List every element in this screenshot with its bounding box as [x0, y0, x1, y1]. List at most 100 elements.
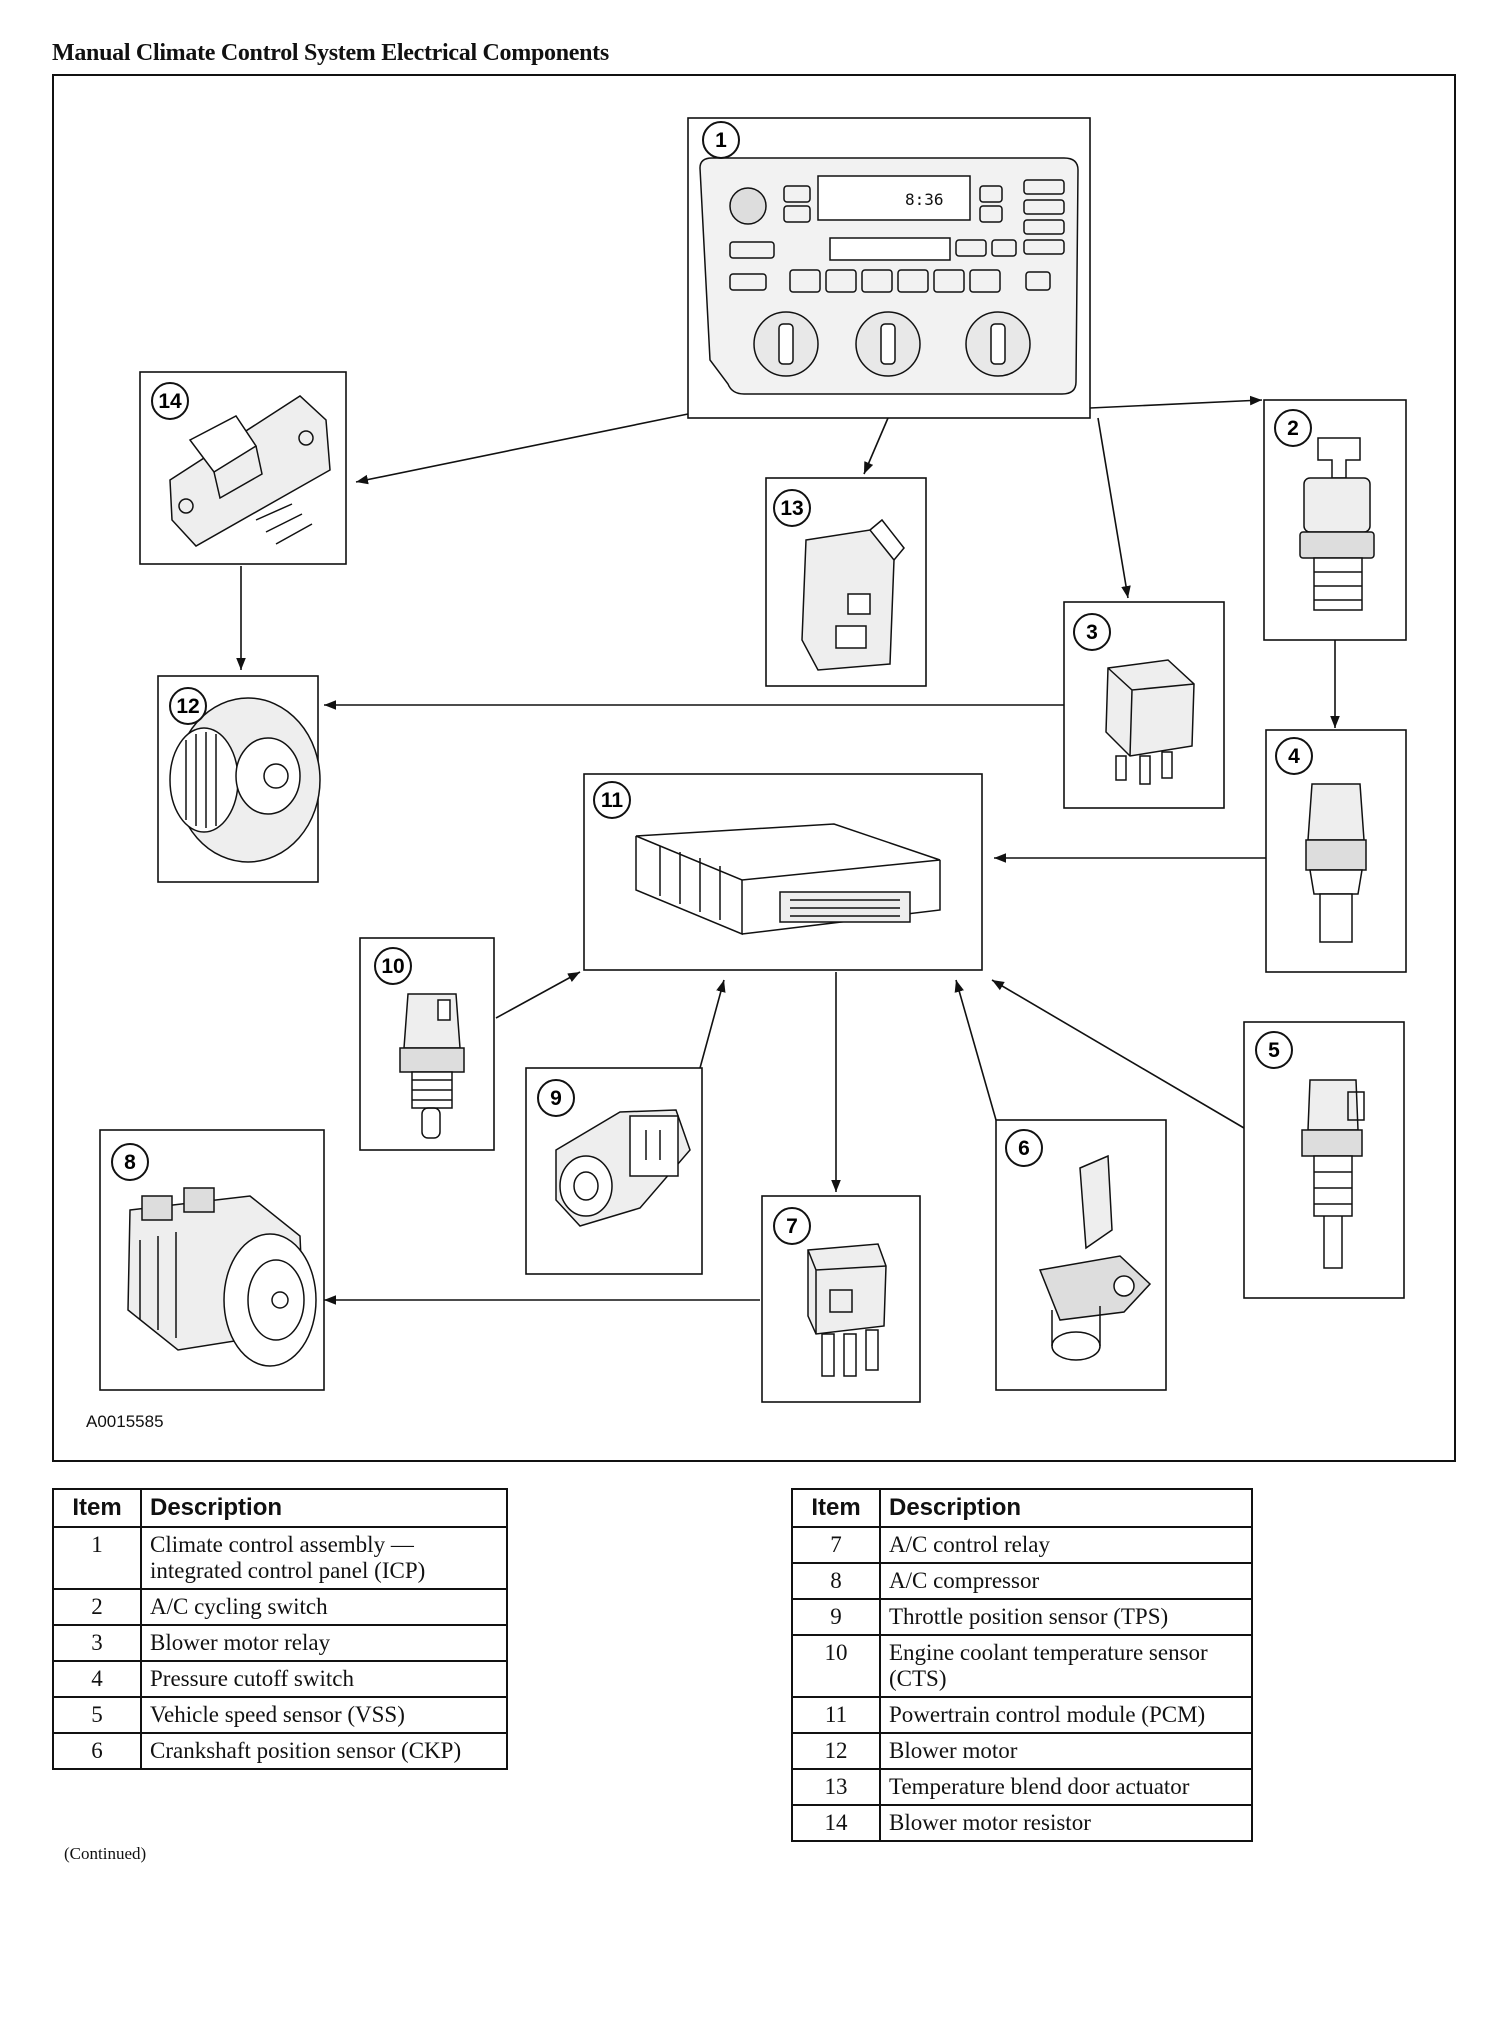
callout-2: 2	[1274, 409, 1312, 447]
callout-1: 1	[702, 121, 740, 159]
header-item: Item	[52, 1488, 142, 1528]
relay-illustration	[1105, 659, 1195, 785]
diagram-frame	[52, 74, 1456, 1462]
arrow-9-to-11	[699, 979, 726, 1069]
item-description: Blower motor resistor	[879, 1804, 1253, 1842]
callout-5: 5	[1255, 1031, 1293, 1069]
callout-12-label: 12	[176, 695, 199, 718]
item-number: 13	[791, 1768, 881, 1806]
arrow-1-to-14	[355, 413, 689, 485]
arrow-6-to-11	[954, 979, 997, 1121]
item-number: 5	[52, 1696, 142, 1734]
header-description: Description	[140, 1488, 508, 1528]
arrow-5-to-11	[991, 979, 1245, 1129]
arrow-1-to-13	[863, 417, 889, 475]
callout-8-label: 8	[124, 1151, 136, 1174]
item-description: Temperature blend door actuator	[879, 1768, 1253, 1806]
callout-2-label: 2	[1287, 417, 1299, 440]
item-description: Blower motor relay	[140, 1624, 508, 1662]
callout-3-label: 3	[1086, 621, 1098, 644]
callout-1-label: 1	[715, 129, 727, 152]
item-number: 12	[791, 1732, 881, 1770]
callout-10: 10	[374, 947, 412, 985]
page-title: Manual Climate Control System Electrical…	[52, 40, 609, 66]
callout-7-label: 7	[786, 1215, 798, 1238]
callout-9: 9	[537, 1079, 575, 1117]
item-number: 14	[791, 1804, 881, 1842]
item-number: 2	[52, 1588, 142, 1626]
callout-11-label: 11	[601, 789, 624, 812]
item-number: 3	[52, 1624, 142, 1662]
panel-clock: 8:36	[905, 190, 944, 209]
callout-14: 14	[151, 382, 189, 420]
pressure-switch-illustration	[1305, 783, 1367, 943]
callout-5-label: 5	[1268, 1039, 1280, 1062]
callout-10-label: 10	[381, 955, 404, 978]
callout-14-label: 14	[158, 390, 182, 413]
item-description: Pressure cutoff switch	[140, 1660, 508, 1698]
tps-illustration	[555, 1109, 691, 1227]
callout-13: 13	[773, 489, 811, 527]
item-number: 10	[791, 1634, 881, 1698]
resistor-illustration	[169, 395, 331, 547]
callout-13-label: 13	[780, 497, 803, 520]
callout-8: 8	[111, 1143, 149, 1181]
item-description: Throttle position sensor (TPS)	[879, 1598, 1253, 1636]
table-header-row: Item Description	[52, 1488, 508, 1528]
ects-illustration	[399, 993, 465, 1139]
callout-6: 6	[1005, 1129, 1043, 1167]
pcm-illustration	[635, 823, 941, 936]
item-number: 8	[791, 1562, 881, 1600]
connector-arrows	[236, 395, 1340, 1305]
item-description: A/C cycling switch	[140, 1588, 508, 1626]
item-description: A/C control relay	[879, 1526, 1253, 1564]
item-description: Climate control assembly — integrated co…	[140, 1526, 508, 1590]
item-description: Blower motor	[879, 1732, 1253, 1770]
blower-motor-illustration	[169, 697, 321, 863]
callout-11: 11	[593, 781, 631, 819]
arrow-1-to-2	[1089, 395, 1263, 409]
figure-code: A0015585	[86, 1412, 164, 1431]
component-diagram: 8:36	[99, 117, 1407, 1403]
item-number: 11	[791, 1696, 881, 1734]
callout-6-label: 6	[1018, 1137, 1030, 1160]
callout-7: 7	[773, 1207, 811, 1245]
callout-3: 3	[1073, 613, 1111, 651]
callout-circles: 1 14 13 2 3 12 4 11 10 5 9 6 8 7	[111, 121, 1313, 1245]
item-description: Vehicle speed sensor (VSS)	[140, 1696, 508, 1734]
compressor-illustration	[127, 1187, 317, 1367]
callout-12: 12	[169, 687, 207, 725]
item-number: 1	[52, 1526, 142, 1590]
item-description: Engine coolant temperature sensor (CTS)	[879, 1634, 1253, 1698]
vss-illustration	[1301, 1079, 1365, 1269]
continued-note: (Continued)	[64, 1844, 147, 1863]
item-number: 9	[791, 1598, 881, 1636]
callout-4: 4	[1275, 737, 1313, 775]
header-description: Description	[879, 1488, 1253, 1528]
item-number: 7	[791, 1526, 881, 1564]
ckp-illustration	[1038, 1154, 1152, 1361]
actuator-illustration	[801, 518, 905, 671]
arrow-10-to-11	[495, 971, 581, 1019]
table-header-row: Item Description	[791, 1488, 1253, 1528]
item-description: Crankshaft position sensor (CKP)	[140, 1732, 508, 1770]
header-item: Item	[791, 1488, 881, 1528]
callout-9-label: 9	[550, 1087, 562, 1110]
item-description: A/C compressor	[879, 1562, 1253, 1600]
item-number: 4	[52, 1660, 142, 1698]
